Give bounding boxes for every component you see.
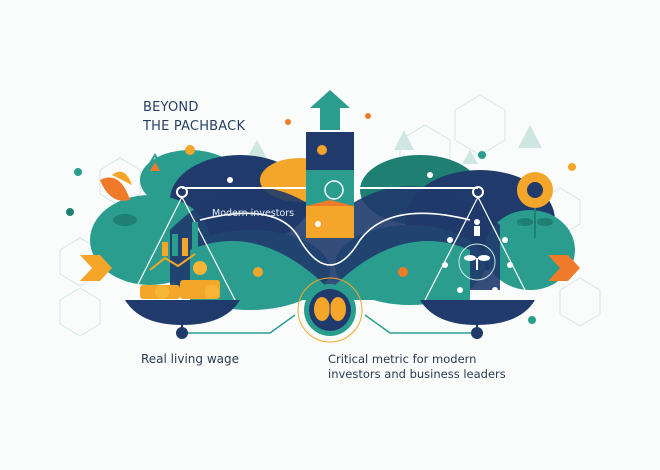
right-caption-line-2: investors and business leaders <box>328 367 506 381</box>
page-title: BEYOND THE PACHBACK <box>143 98 245 136</box>
warning-triangle-icon <box>141 153 169 176</box>
decorative-dots <box>66 113 576 324</box>
people-circle-icon <box>442 219 513 293</box>
leaf-icon <box>100 171 137 226</box>
title-line-1: BEYOND <box>143 100 199 115</box>
balance-scale-left <box>125 186 240 339</box>
balance-scale-right <box>420 186 535 339</box>
coins-icon <box>140 261 220 299</box>
title-line-2: THE PACHBACK <box>143 119 246 134</box>
cloud-shapes <box>90 150 575 310</box>
stacked-cubes-icon <box>306 90 354 238</box>
chevron-arrow-icon <box>80 255 580 281</box>
left-caption: Real living wage <box>141 352 239 366</box>
right-caption: Critical metric for modern investors and… <box>328 352 506 382</box>
right-caption-line-1: Critical metric for modern <box>328 352 477 366</box>
up-arrow-icon <box>310 90 350 130</box>
decorative-triangles <box>247 125 542 164</box>
sprout-icon <box>464 255 490 270</box>
brain-icon <box>297 277 363 343</box>
scale-banner-label: Modern investors <box>212 208 295 219</box>
hexagon-network <box>59 94 601 337</box>
sunflower-icon <box>517 172 553 238</box>
trend-line-icon <box>149 253 196 271</box>
bar-chart-icon <box>162 222 198 256</box>
